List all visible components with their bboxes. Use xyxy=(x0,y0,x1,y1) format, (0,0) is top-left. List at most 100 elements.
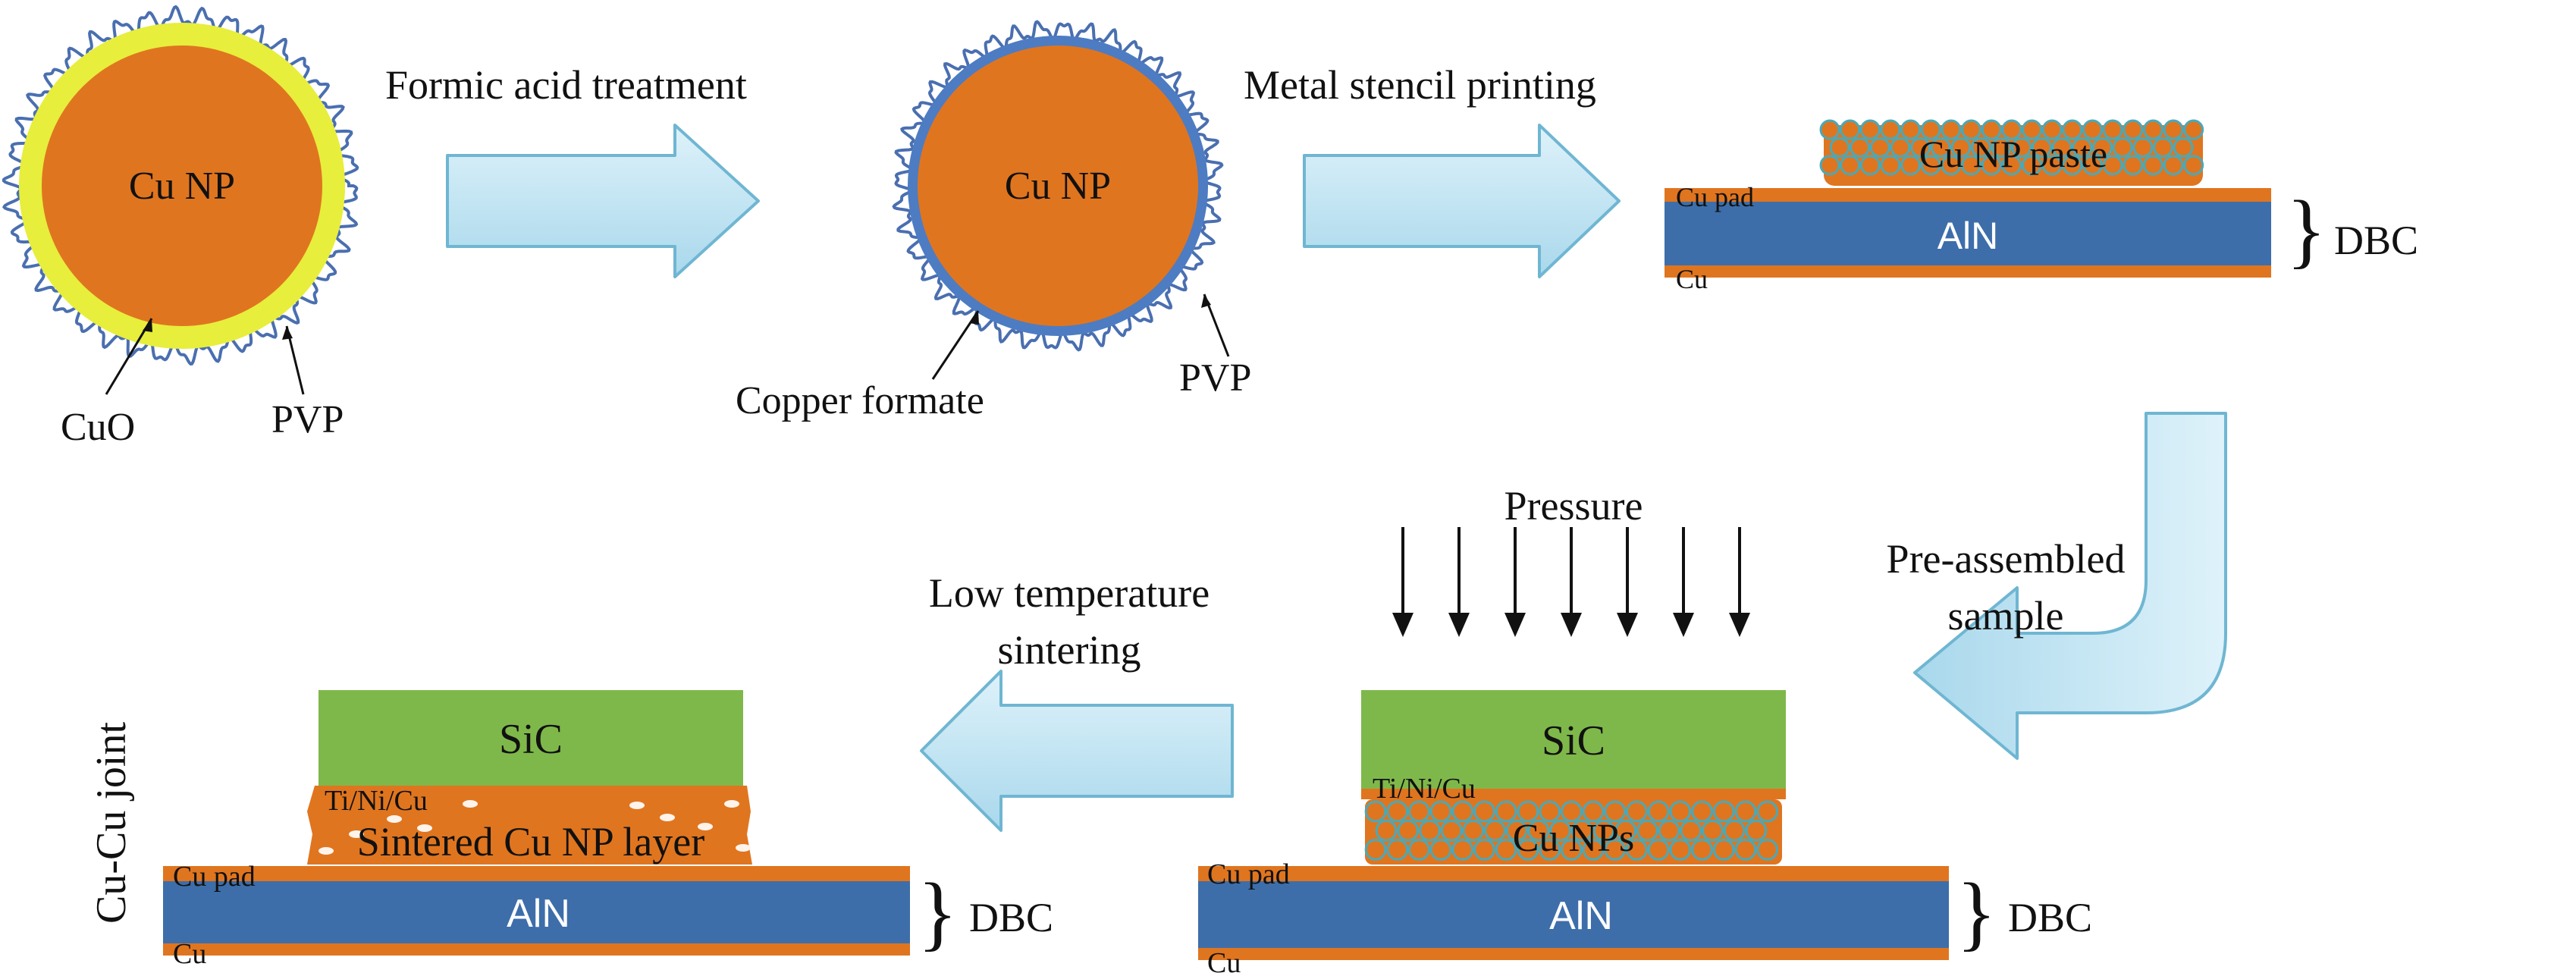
pvp-pointer-2-head xyxy=(1201,294,1211,308)
np-particle xyxy=(1419,819,1441,842)
np-particle xyxy=(1408,800,1430,823)
np-particle xyxy=(1859,119,1881,140)
np-particle xyxy=(1900,155,1922,176)
np-particle xyxy=(1375,819,1398,842)
np-particle xyxy=(2102,155,2123,176)
np-particle xyxy=(1549,819,1571,842)
np-particle xyxy=(1991,137,2012,158)
cu-label-1: Cu xyxy=(1676,264,1708,294)
np-particle xyxy=(1702,819,1724,842)
sic-label-2: SiC xyxy=(1542,717,1605,764)
dbc-label-2: DBC xyxy=(2008,895,2092,940)
np-particle xyxy=(1614,819,1637,842)
np-particle xyxy=(1386,839,1409,861)
void-speck xyxy=(349,830,364,838)
np-particle xyxy=(1495,800,1517,823)
np-particle xyxy=(1941,119,1962,140)
tinicu-layer-2 xyxy=(1361,789,1786,799)
cu-core-1 xyxy=(42,46,322,326)
cu-bottom-layer-3 xyxy=(163,943,910,956)
np-particle xyxy=(2152,137,2173,158)
right-brace-icon: } xyxy=(2286,184,2327,276)
void-speck xyxy=(736,844,751,852)
np-particle xyxy=(2082,155,2103,176)
np-particle xyxy=(1626,800,1648,823)
np-particle xyxy=(1517,800,1539,823)
np-particle xyxy=(2041,119,2063,140)
np-particle xyxy=(1451,839,1474,861)
np-particle xyxy=(1680,819,1702,842)
aln-layer-1 xyxy=(1665,202,2271,265)
np-particle xyxy=(1473,839,1495,861)
down-arrow-head xyxy=(1561,613,1582,637)
cu-np-with-cuo-and-pvp: Cu NP CuO PVP xyxy=(2,5,359,449)
np-particle xyxy=(1364,800,1387,823)
np-particle xyxy=(2183,155,2204,176)
formate-pointer-head xyxy=(969,311,979,325)
void-speck xyxy=(417,824,432,832)
pre-assembled-label-1: Pre-assembled xyxy=(1887,536,2126,582)
pressure-label: Pressure xyxy=(1504,483,1643,529)
sintered-layer-voids xyxy=(318,800,751,855)
down-arrow-head xyxy=(1729,613,1750,637)
np-particle xyxy=(1527,819,1550,842)
void-speck xyxy=(463,800,478,808)
np-particle xyxy=(1658,819,1680,842)
np-particle xyxy=(1712,839,1735,861)
cu-cu-joint-label: Cu-Cu joint xyxy=(88,722,135,924)
np-particle xyxy=(1930,137,1951,158)
np-particle xyxy=(2062,155,2083,176)
void-speck xyxy=(698,823,713,830)
cu-np-paste-label: Cu NP paste xyxy=(1919,133,2107,175)
copper-formate-label: Copper formate xyxy=(736,379,984,422)
np-particle xyxy=(2022,155,2042,176)
cu-np-with-copper-formate-and-pvp: Cu NP Copper formate PVP xyxy=(736,20,1251,422)
aln-label-2: AlN xyxy=(1549,894,1613,938)
cu-pad-label-2: Cu pad xyxy=(1207,858,1290,890)
cuo-pointer xyxy=(105,318,153,395)
np-particle xyxy=(2132,137,2154,158)
void-speck xyxy=(660,814,675,821)
down-arrow-head xyxy=(1504,613,1526,637)
np-particle xyxy=(1669,839,1692,861)
np-particle xyxy=(2091,137,2113,158)
cu-bottom-layer-2 xyxy=(1198,948,1949,960)
np-particle xyxy=(1920,119,1941,140)
dbc-with-paste: Cu NP paste Cu pad AlN Cu } DBC xyxy=(1665,119,2418,294)
np-particle xyxy=(2001,155,2022,176)
np-particle xyxy=(2102,119,2123,140)
np-particle xyxy=(1880,155,1901,176)
np-particle xyxy=(1880,119,1901,140)
np-particle xyxy=(1850,137,1871,158)
void-speck xyxy=(318,847,334,855)
np-particle xyxy=(1981,155,2002,176)
np-particle xyxy=(1910,137,1931,158)
np-particle xyxy=(1890,137,1911,158)
np-particle xyxy=(2051,137,2072,158)
np-particle xyxy=(1669,800,1692,823)
np-particle xyxy=(1560,800,1583,823)
sic-label-3: SiC xyxy=(499,716,563,763)
sintered-layer-label: Sintered Cu NP layer xyxy=(357,819,704,865)
cu-label-2: Cu xyxy=(1207,947,1241,976)
np-particle xyxy=(1819,155,1840,176)
pvp-label-2: PVP xyxy=(1179,356,1251,400)
cu-bottom-layer-1 xyxy=(1665,265,2271,278)
np-particle xyxy=(1440,819,1463,842)
np-particle xyxy=(1582,800,1605,823)
np-particle xyxy=(1386,800,1409,823)
np-particle xyxy=(1473,800,1495,823)
cu-core-2 xyxy=(918,46,1198,326)
void-speck xyxy=(629,802,645,809)
np-particle xyxy=(1604,839,1627,861)
sintered-joint-stack: SiC Ti/Ni/Cu Sintered Cu NP layer Cu pad… xyxy=(163,690,1053,970)
dbc-label-3: DBC xyxy=(969,895,1053,940)
np-particle xyxy=(1626,839,1648,861)
np-particle xyxy=(2041,155,2063,176)
np-particle xyxy=(2112,137,2133,158)
pvp-label-1: PVP xyxy=(271,398,344,441)
dbc-label-1: DBC xyxy=(2334,218,2418,263)
cuo-pointer-head xyxy=(143,319,152,332)
np-particle xyxy=(1604,800,1627,823)
cu-pad-label-3: Cu pad xyxy=(173,861,256,893)
